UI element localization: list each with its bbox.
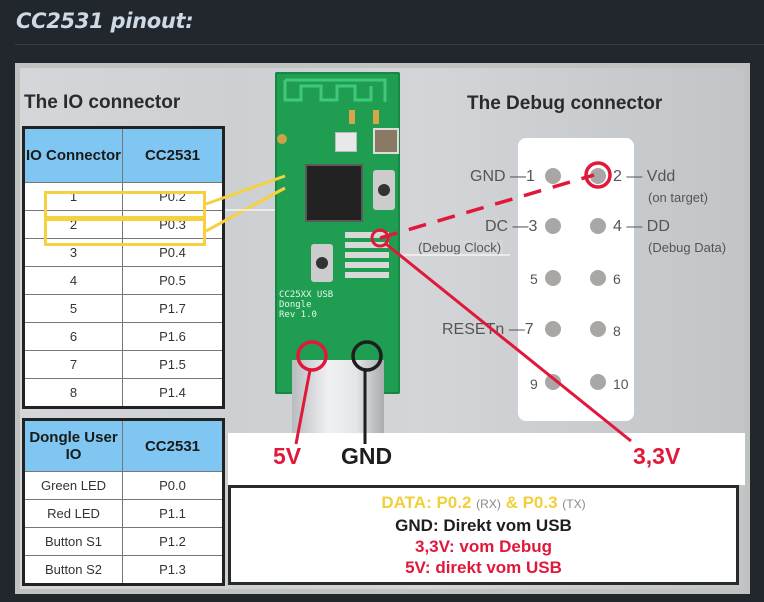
debug-pin-3 — [545, 218, 561, 234]
highlight-pin-2 — [44, 218, 206, 246]
note-data: DATA: P0.2 (RX) & P0.3 (TX) — [381, 493, 586, 512]
button-s1 — [373, 170, 395, 210]
cc-pin: P0.2 — [122, 182, 224, 211]
note-3v3: 3,3V: vom Debug — [415, 537, 552, 556]
connection-lines — [205, 161, 632, 445]
debug-pin-6 — [590, 270, 606, 286]
io-table-header-cc2531: CC2531 — [122, 127, 224, 183]
callout-gnd: GND — [341, 443, 393, 469]
cc-pin: P0.4 — [122, 238, 224, 267]
highlight-pin-1 — [44, 191, 206, 219]
cc-pin: P1.7 — [122, 294, 224, 323]
callout-band — [228, 433, 745, 485]
debug-pin-9 — [545, 374, 561, 390]
label-pin-10: 10 — [613, 376, 629, 392]
mounting-hole — [277, 134, 287, 144]
io-connector-title: The IO connector — [24, 92, 181, 113]
label-pin-7: RESETn —7 — [442, 321, 534, 338]
vdd-dashed-line — [379, 173, 595, 240]
note-5v: 5V: direkt vom USB — [405, 558, 562, 577]
user-io: Button S2 — [23, 555, 123, 585]
debug-pin-1 — [545, 168, 561, 184]
heading-divider — [15, 44, 764, 45]
debug-pin-7 — [545, 321, 561, 337]
cc-pin: P0.3 — [122, 210, 224, 239]
io-pin: 4 — [23, 266, 123, 295]
cc-pin: P1.4 — [122, 378, 224, 408]
label-pin-9: 9 — [530, 376, 538, 392]
label-pin-8: 8 — [613, 323, 621, 339]
vdd-circle — [584, 161, 612, 189]
label-pin-3-sub: (Debug Clock) — [418, 240, 504, 255]
io-pin: 2 — [23, 210, 123, 239]
debug-pin-2 — [590, 168, 606, 184]
crystal — [373, 128, 399, 154]
v33-line — [385, 242, 632, 443]
debug-pin-10 — [590, 374, 606, 390]
io-pin: 8 — [23, 378, 123, 408]
label-pin-2: 2 — Vdd — [613, 168, 676, 185]
label-pin-4: 4 — DD — [613, 218, 670, 235]
debug-pin-8 — [590, 321, 606, 337]
button-s2 — [311, 244, 333, 282]
label-pin-3: DC —3 — [485, 218, 538, 235]
user-io: Green LED — [23, 471, 123, 500]
wire-pin-1 — [205, 174, 286, 206]
debug-connector-title: The Debug connector — [467, 93, 663, 114]
note-gnd: GND: Direkt vom USB — [395, 516, 572, 535]
cc-pin: P1.5 — [122, 350, 224, 379]
v5-line — [294, 369, 312, 445]
cc-pin: P1.2 — [122, 527, 224, 556]
pinout-image: The IO connector The Debug connector IO … — [15, 63, 750, 594]
antenna-trace — [283, 78, 387, 124]
pinout-diagram: The IO connector The Debug connector IO … — [20, 68, 745, 589]
v5-circle — [296, 340, 328, 372]
section-heading: CC2531 pinout: — [16, 9, 194, 33]
user-io: Button S1 — [23, 527, 123, 556]
label-pin-5: 5 — [530, 271, 538, 287]
led-p1 — [335, 132, 357, 152]
label-pin-1: GND —1 — [470, 168, 535, 185]
io-pin: 6 — [23, 322, 123, 351]
label-pin-6: 6 — [613, 271, 621, 287]
label-pin-2-sub: (on target) — [648, 190, 708, 205]
debug-pin-4 — [590, 218, 606, 234]
label-pin-4-sub: (Debug Data) — [648, 240, 727, 255]
user-table-header-cc2531: CC2531 — [122, 419, 224, 472]
callout-3v3: 3,3V — [633, 443, 681, 469]
debug-header-pads — [345, 232, 389, 280]
cc-pin: P1.6 — [122, 322, 224, 351]
cc2531-chip — [305, 164, 363, 222]
gnd-circle — [351, 340, 383, 372]
debug-vdd-circle — [370, 228, 390, 248]
cc-pin: P1.3 — [122, 555, 224, 585]
debug-connector-panel — [518, 138, 634, 421]
debug-pin-5 — [545, 270, 561, 286]
notes-box: DATA: P0.2 (RX) & P0.3 (TX) GND: Direkt … — [228, 485, 739, 585]
callout-5v: 5V — [273, 443, 302, 469]
